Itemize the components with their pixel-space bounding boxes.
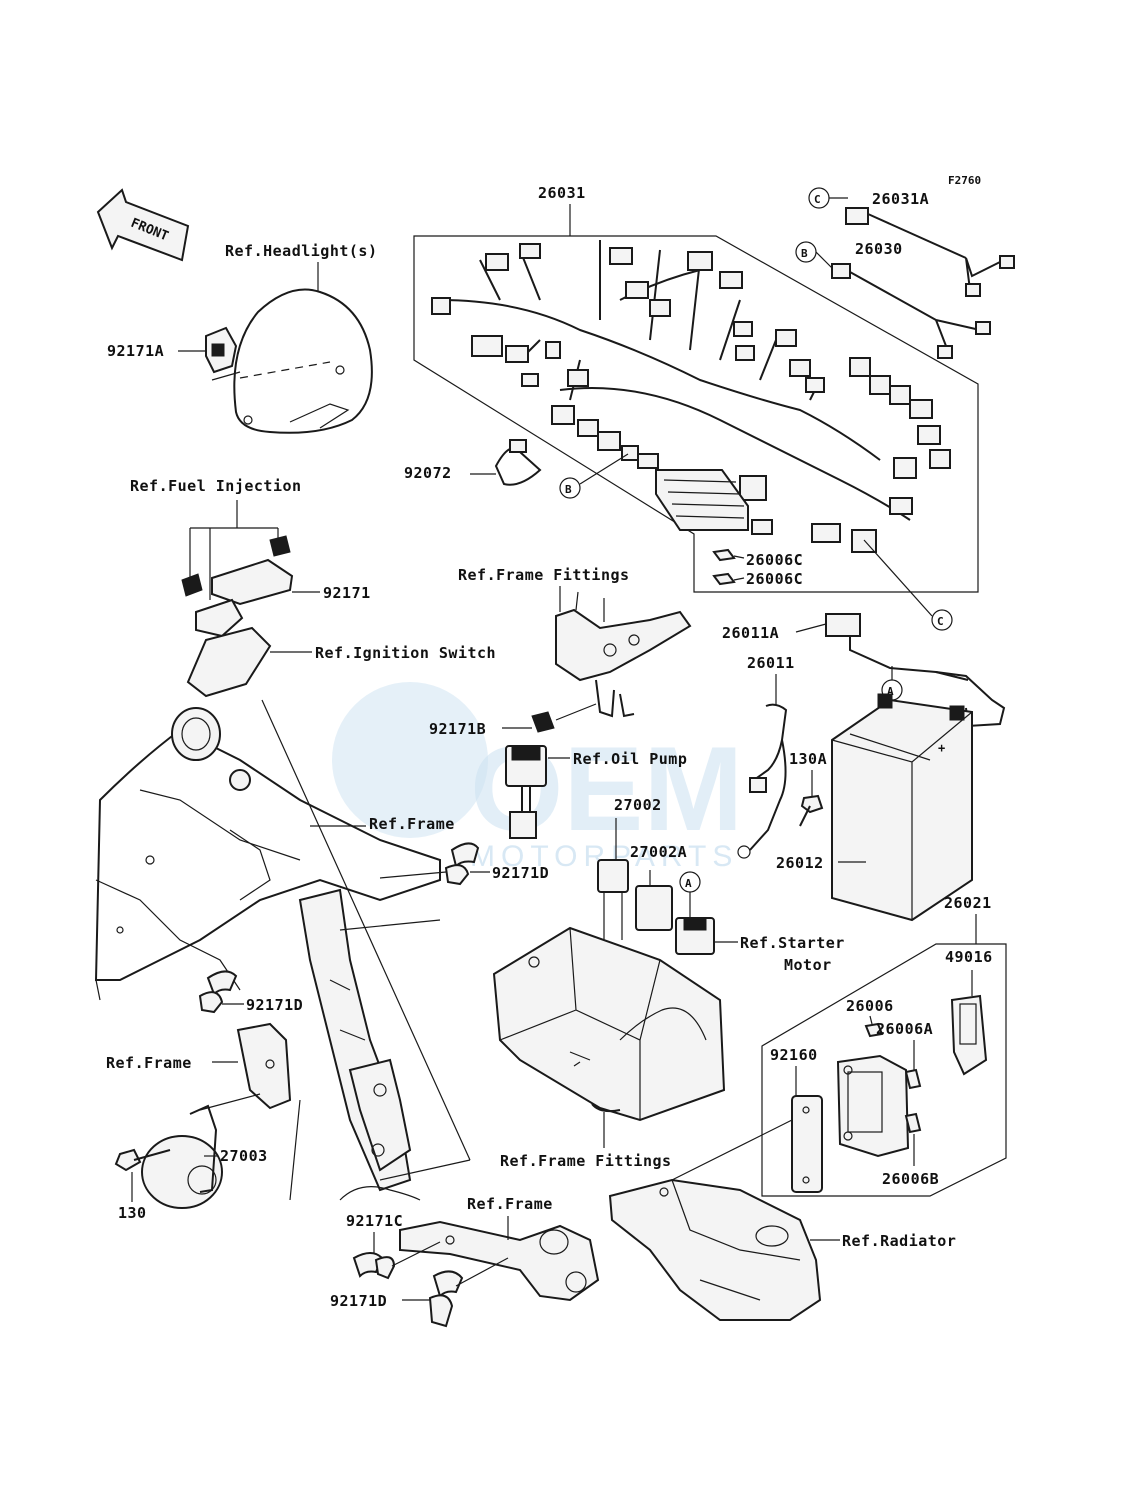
main-harness-part	[431, 240, 951, 553]
label-26031A: 26031A	[872, 190, 929, 208]
label-130: 130	[118, 1204, 147, 1222]
svg-text:C: C	[814, 193, 821, 206]
label-ref-frame-fittings-2: Ref.Frame Fittings	[500, 1152, 672, 1170]
label-26006C-1: 26006C	[746, 551, 803, 569]
ecu-box	[761, 943, 1007, 1197]
bolt-130A-part	[799, 794, 824, 827]
starter-relay-part	[675, 892, 715, 955]
label-ref-ignition-switch: Ref.Ignition Switch	[315, 644, 496, 662]
label-49016: 49016	[945, 948, 993, 966]
label-26006: 26006	[846, 997, 894, 1015]
clip-92171C-part	[352, 1252, 396, 1280]
clip-92171D-part-1	[444, 842, 480, 886]
svg-text:B: B	[801, 247, 808, 260]
reservoir-part	[608, 1178, 822, 1321]
label-ref-oil-pump: Ref.Oil Pump	[573, 750, 687, 768]
label-92160: 92160	[770, 1046, 818, 1064]
label-26012: 26012	[776, 854, 824, 872]
battery-26012-part: +	[831, 693, 973, 922]
label-26006B: 26006B	[882, 1170, 939, 1188]
label-27002A: 27002A	[630, 843, 687, 861]
label-26006A: 26006A	[876, 1020, 933, 1038]
horn-bracket-part	[236, 1022, 292, 1110]
sub-harness-26031A-part	[845, 207, 1015, 297]
label-92171D-3: 92171D	[330, 1292, 387, 1310]
clip-92171A-part	[205, 326, 238, 374]
label-92171A: 92171A	[107, 342, 164, 360]
label-ref-frame-fittings-1: Ref.Frame Fittings	[458, 566, 630, 584]
label-ref-starter-motor-2: Motor	[784, 956, 832, 974]
frame-fitting-bracket-part	[555, 591, 692, 718]
label-ref-starter-motor-1: Ref.Starter	[740, 934, 845, 952]
fuse-cover-49016-part	[950, 994, 988, 1076]
label-92171D-2: 92171D	[246, 996, 303, 1014]
label-ref-frame-2: Ref.Frame	[106, 1054, 192, 1072]
label-92171C: 92171C	[346, 1212, 403, 1230]
battery-case-part	[492, 926, 726, 1122]
frame-part	[94, 699, 471, 1201]
clip-92171D-part-3	[428, 1270, 464, 1328]
label-92171D-1: 92171D	[492, 864, 549, 882]
label-26011A: 26011A	[722, 624, 779, 642]
frame-lower-part	[399, 1220, 600, 1302]
switch-27002A-part	[635, 870, 673, 931]
fuse-26006B-part	[904, 1112, 922, 1134]
connector-a-mid-icon: A	[679, 871, 701, 893]
oil-pump-relay-part	[505, 745, 547, 839]
label-27002: 27002	[614, 796, 662, 814]
label-26006C-2: 26006C	[746, 570, 803, 588]
label-26011: 26011	[747, 654, 795, 672]
switch-27002-part	[597, 859, 629, 940]
cable-26011A-part	[825, 613, 1006, 728]
damper-92160-part	[791, 1095, 823, 1193]
junction-box-part	[836, 1054, 910, 1158]
svg-text:B: B	[565, 483, 572, 496]
label-ref-radiator: Ref.Radiator	[842, 1232, 956, 1250]
connector-b-icon: B	[559, 477, 581, 499]
svg-text:C: C	[937, 615, 944, 628]
clip-92171B-part	[531, 711, 555, 733]
label-ref-frame-1: Ref.Frame	[369, 815, 455, 833]
connector-b-top-icon: B	[795, 241, 817, 263]
label-26030: 26030	[855, 240, 903, 258]
svg-text:A: A	[685, 877, 692, 890]
fuse-26006A-part	[904, 1068, 922, 1090]
connector-c-top-icon: C	[808, 187, 830, 209]
bolt-130-part	[114, 1148, 171, 1172]
label-ref-fuel-injection: Ref.Fuel Injection	[130, 477, 302, 495]
svg-text:A: A	[887, 685, 894, 698]
label-27003: 27003	[220, 1147, 268, 1165]
label-92171: 92171	[323, 584, 371, 602]
fuel-injection-bracket-part	[181, 535, 294, 698]
label-26021: 26021	[944, 894, 992, 912]
label-ref-frame-3: Ref.Frame	[467, 1195, 553, 1213]
band-92072-part	[494, 439, 542, 486]
fuse-26006-part	[864, 1022, 884, 1038]
label-ref-headlight: Ref.Headlight(s)	[225, 242, 378, 260]
label-92171B: 92171B	[429, 720, 486, 738]
harness-box	[413, 235, 979, 593]
label-130A: 130A	[789, 750, 827, 768]
label-26031: 26031	[538, 184, 586, 202]
svg-text:+: +	[938, 741, 945, 755]
clip-92171D-part-2	[198, 970, 238, 1014]
front-arrow-icon: FRONT	[96, 188, 190, 262]
sub-harness-26030-part	[831, 263, 991, 359]
figure-code: F2760	[948, 174, 981, 187]
horn-part	[141, 1104, 223, 1209]
cable-26011-part	[737, 703, 788, 859]
headlight-part	[233, 288, 373, 434]
label-92072: 92072	[404, 464, 452, 482]
connector-c-icon: C	[931, 609, 953, 631]
fuse-26006C-part	[712, 548, 736, 586]
watermark-globe	[332, 682, 488, 838]
